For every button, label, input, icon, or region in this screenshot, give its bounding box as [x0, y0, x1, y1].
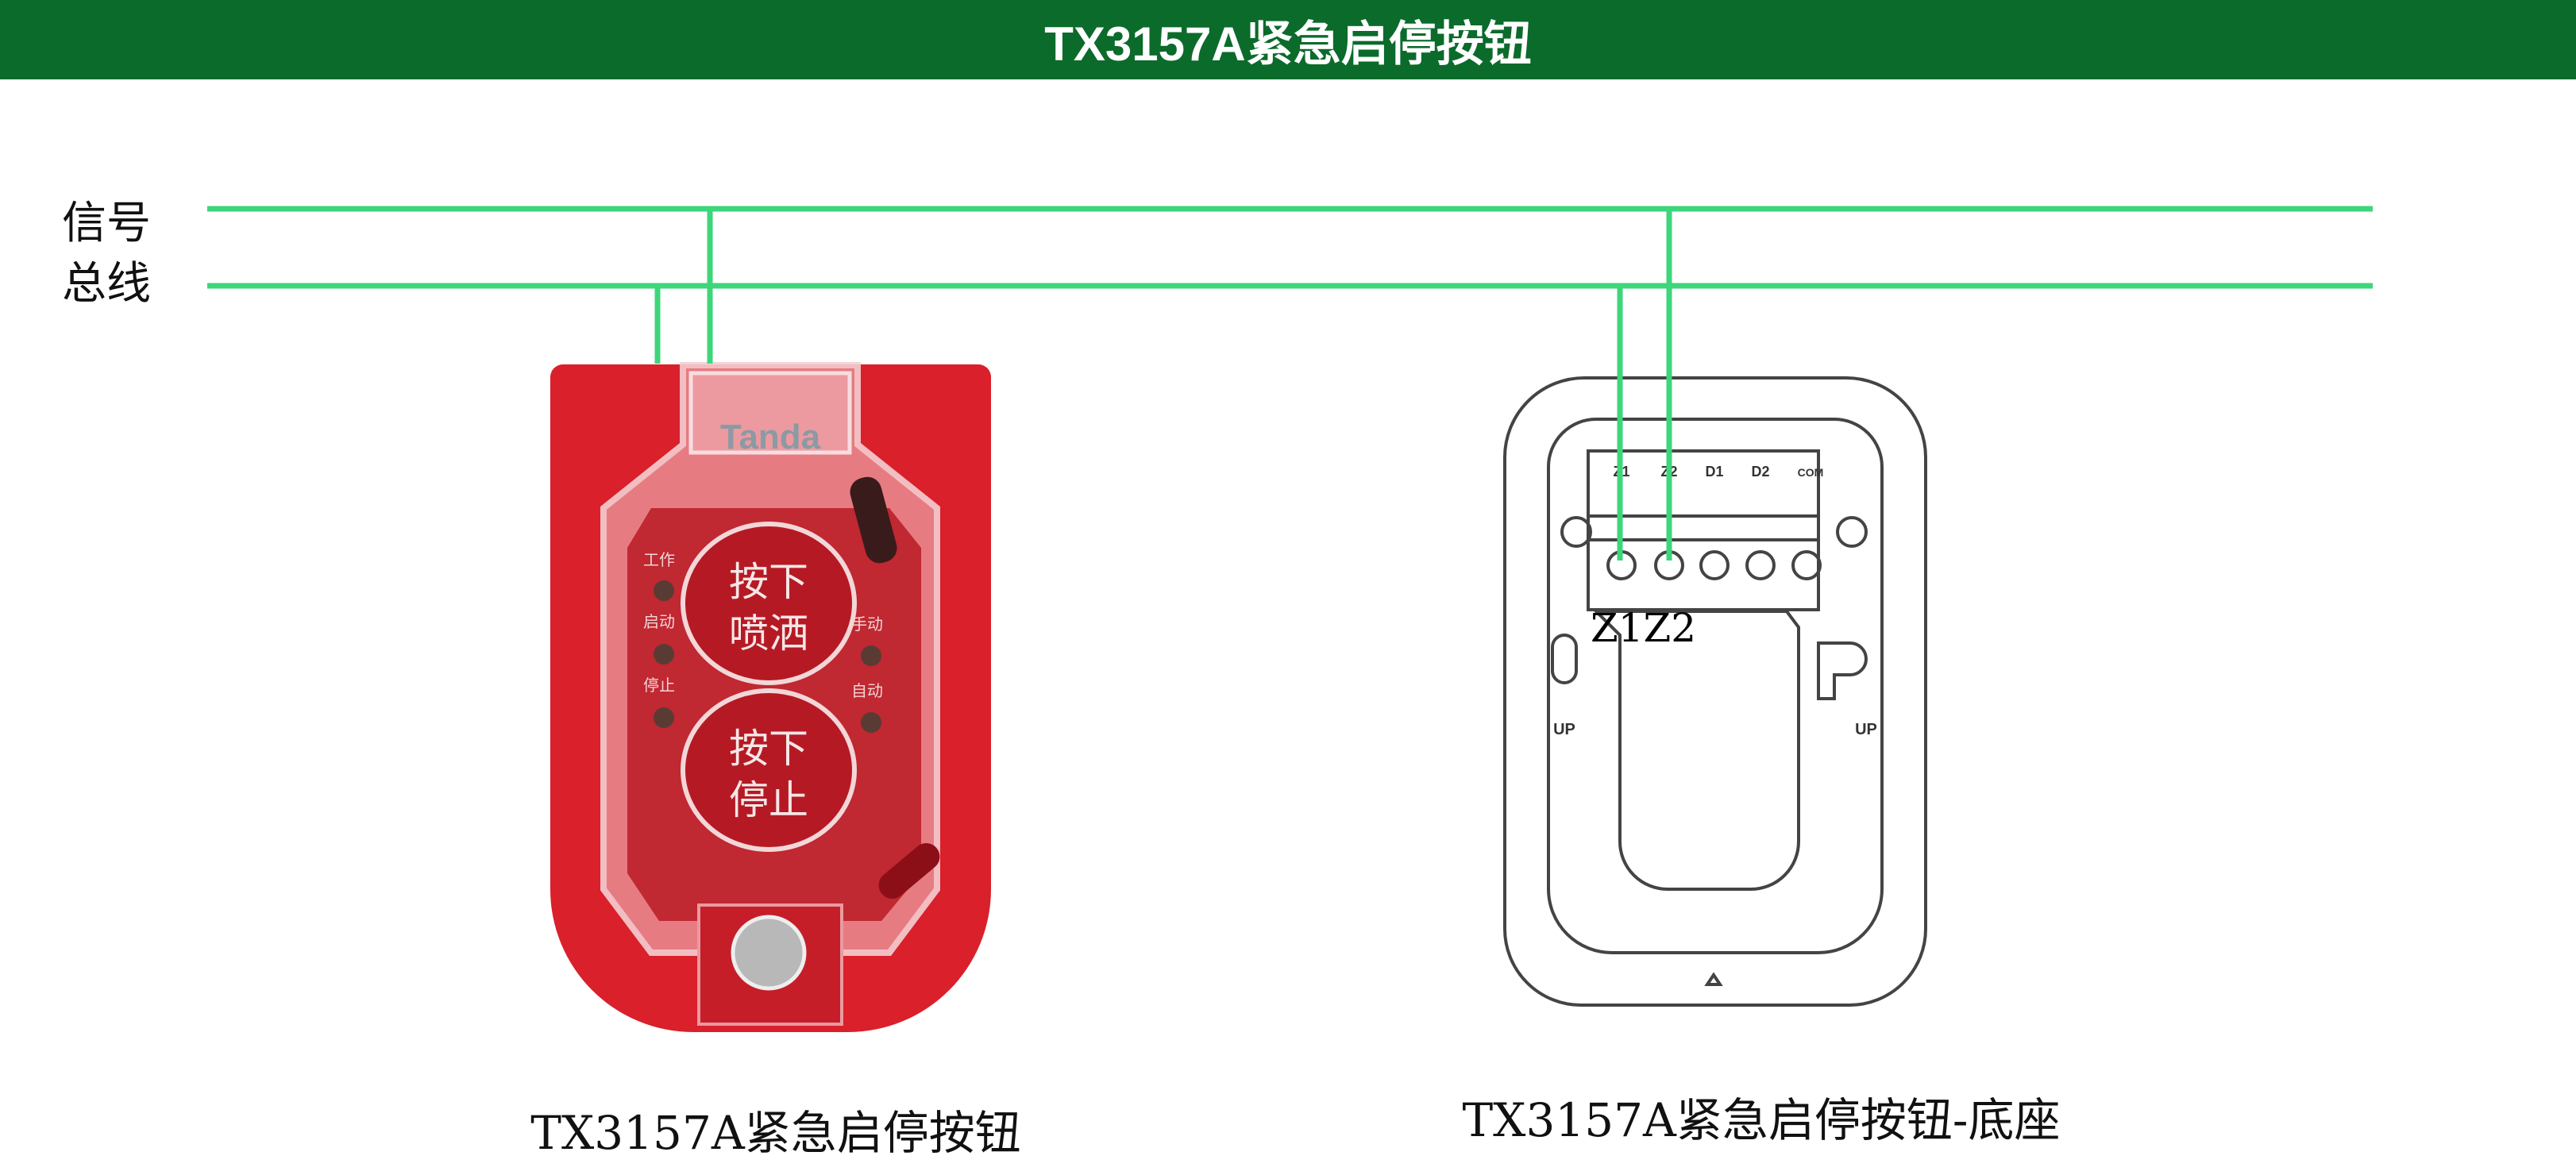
bus-label-bus: 总线	[62, 258, 151, 310]
device-caption: TX3157A紧急启停按钮	[530, 1106, 1021, 1160]
up-label-right: UP	[1855, 721, 1877, 738]
terminal-d1: D1	[1705, 464, 1723, 480]
led-stop	[654, 707, 674, 728]
led-work	[654, 580, 674, 601]
led-start	[654, 644, 674, 665]
reset-key-icon	[731, 915, 807, 991]
base-drawing	[1503, 376, 1927, 1007]
title-text: TX3157A紧急启停按钮	[1044, 17, 1532, 71]
led-auto	[861, 712, 881, 733]
spray-button-line1: 按下	[729, 559, 808, 605]
led-label-start: 启动	[643, 612, 675, 631]
terminal-com: COM	[1798, 466, 1824, 479]
spray-button-line2: 喷洒	[729, 611, 808, 657]
brand-logo: Tanda	[720, 418, 821, 457]
up-label-left: UP	[1553, 721, 1575, 738]
terminal-d2: D2	[1751, 464, 1769, 480]
led-label-auto: 自动	[851, 681, 883, 700]
stop-button-line2: 停止	[729, 777, 808, 823]
led-label-manual: 手动	[851, 614, 883, 634]
spray-button[interactable]	[681, 522, 857, 685]
base-caption: TX3157A紧急启停按钮-底座	[1462, 1093, 2061, 1147]
bus-label-signal: 信号	[62, 198, 151, 249]
stop-button[interactable]	[681, 688, 857, 852]
led-label-work: 工作	[643, 550, 675, 569]
page-title: TX3157A紧急启停按钮	[0, 0, 2576, 79]
led-label-stop: 停止	[643, 676, 675, 695]
emergency-button-device: Tanda 按下 喷洒 按下 停止 工作 启动 停止 手动 自动	[550, 362, 991, 1032]
stop-button-line1: 按下	[729, 726, 808, 772]
wire-label-z1z2: Z1Z2	[1591, 605, 1696, 651]
led-manual	[861, 645, 881, 666]
